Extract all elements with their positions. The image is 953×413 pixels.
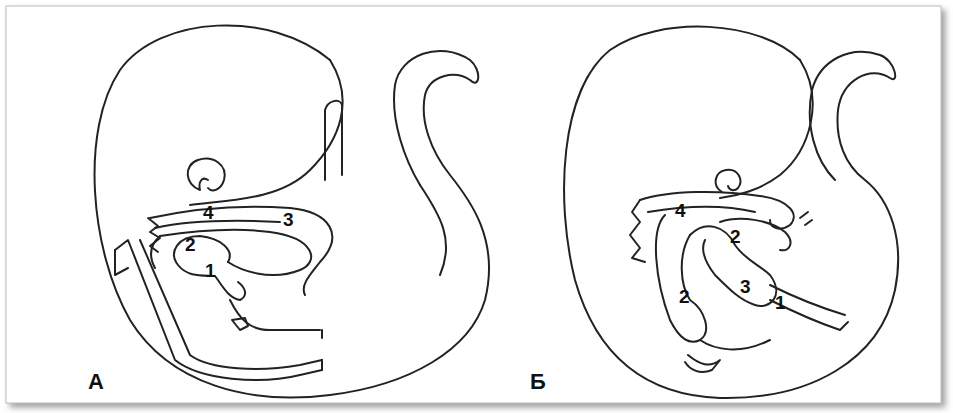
chamber-3 [160,230,311,275]
vessel-right [770,285,848,330]
chamber-2 [174,236,245,300]
callout-number: 2 [730,227,741,246]
callout-number: 2 [185,235,196,254]
callout-number: 4 [675,201,686,220]
vessel-branch [230,300,322,370]
head-fold [720,60,813,198]
heart-band [155,221,280,228]
vessel-end [115,250,128,275]
callout-number: 3 [283,210,294,229]
embryo-outline [95,25,490,397]
head-fold [190,60,343,205]
heart-band-inner [648,207,755,212]
callout-number: 3 [740,277,751,296]
embryo-outline [564,27,898,398]
chamber-2-upper [720,219,790,250]
callout-number: 1 [775,293,786,312]
panel-letter: А [88,371,104,393]
vessel-stub [800,212,812,225]
callout-number: 4 [203,203,214,222]
chamber-3 [690,226,776,306]
chamber-2-lower [656,215,706,342]
vessel-lower [685,340,770,372]
torn-edge [630,200,645,262]
heart-outer [150,207,332,295]
torn-edge [148,218,160,252]
neural-tube [188,159,225,191]
panel-b-drawing [564,27,898,398]
body-wall [420,185,446,275]
neural-tube [716,170,741,192]
tissue-fragment [232,318,248,330]
callout-number: 1 [205,261,216,280]
panel-letter: Б [530,371,546,393]
frame [6,6,941,403]
panel-a-drawing [95,25,490,397]
callout-number: 2 [679,287,690,306]
vessel [325,101,342,180]
vitelline-vessel [115,240,322,380]
